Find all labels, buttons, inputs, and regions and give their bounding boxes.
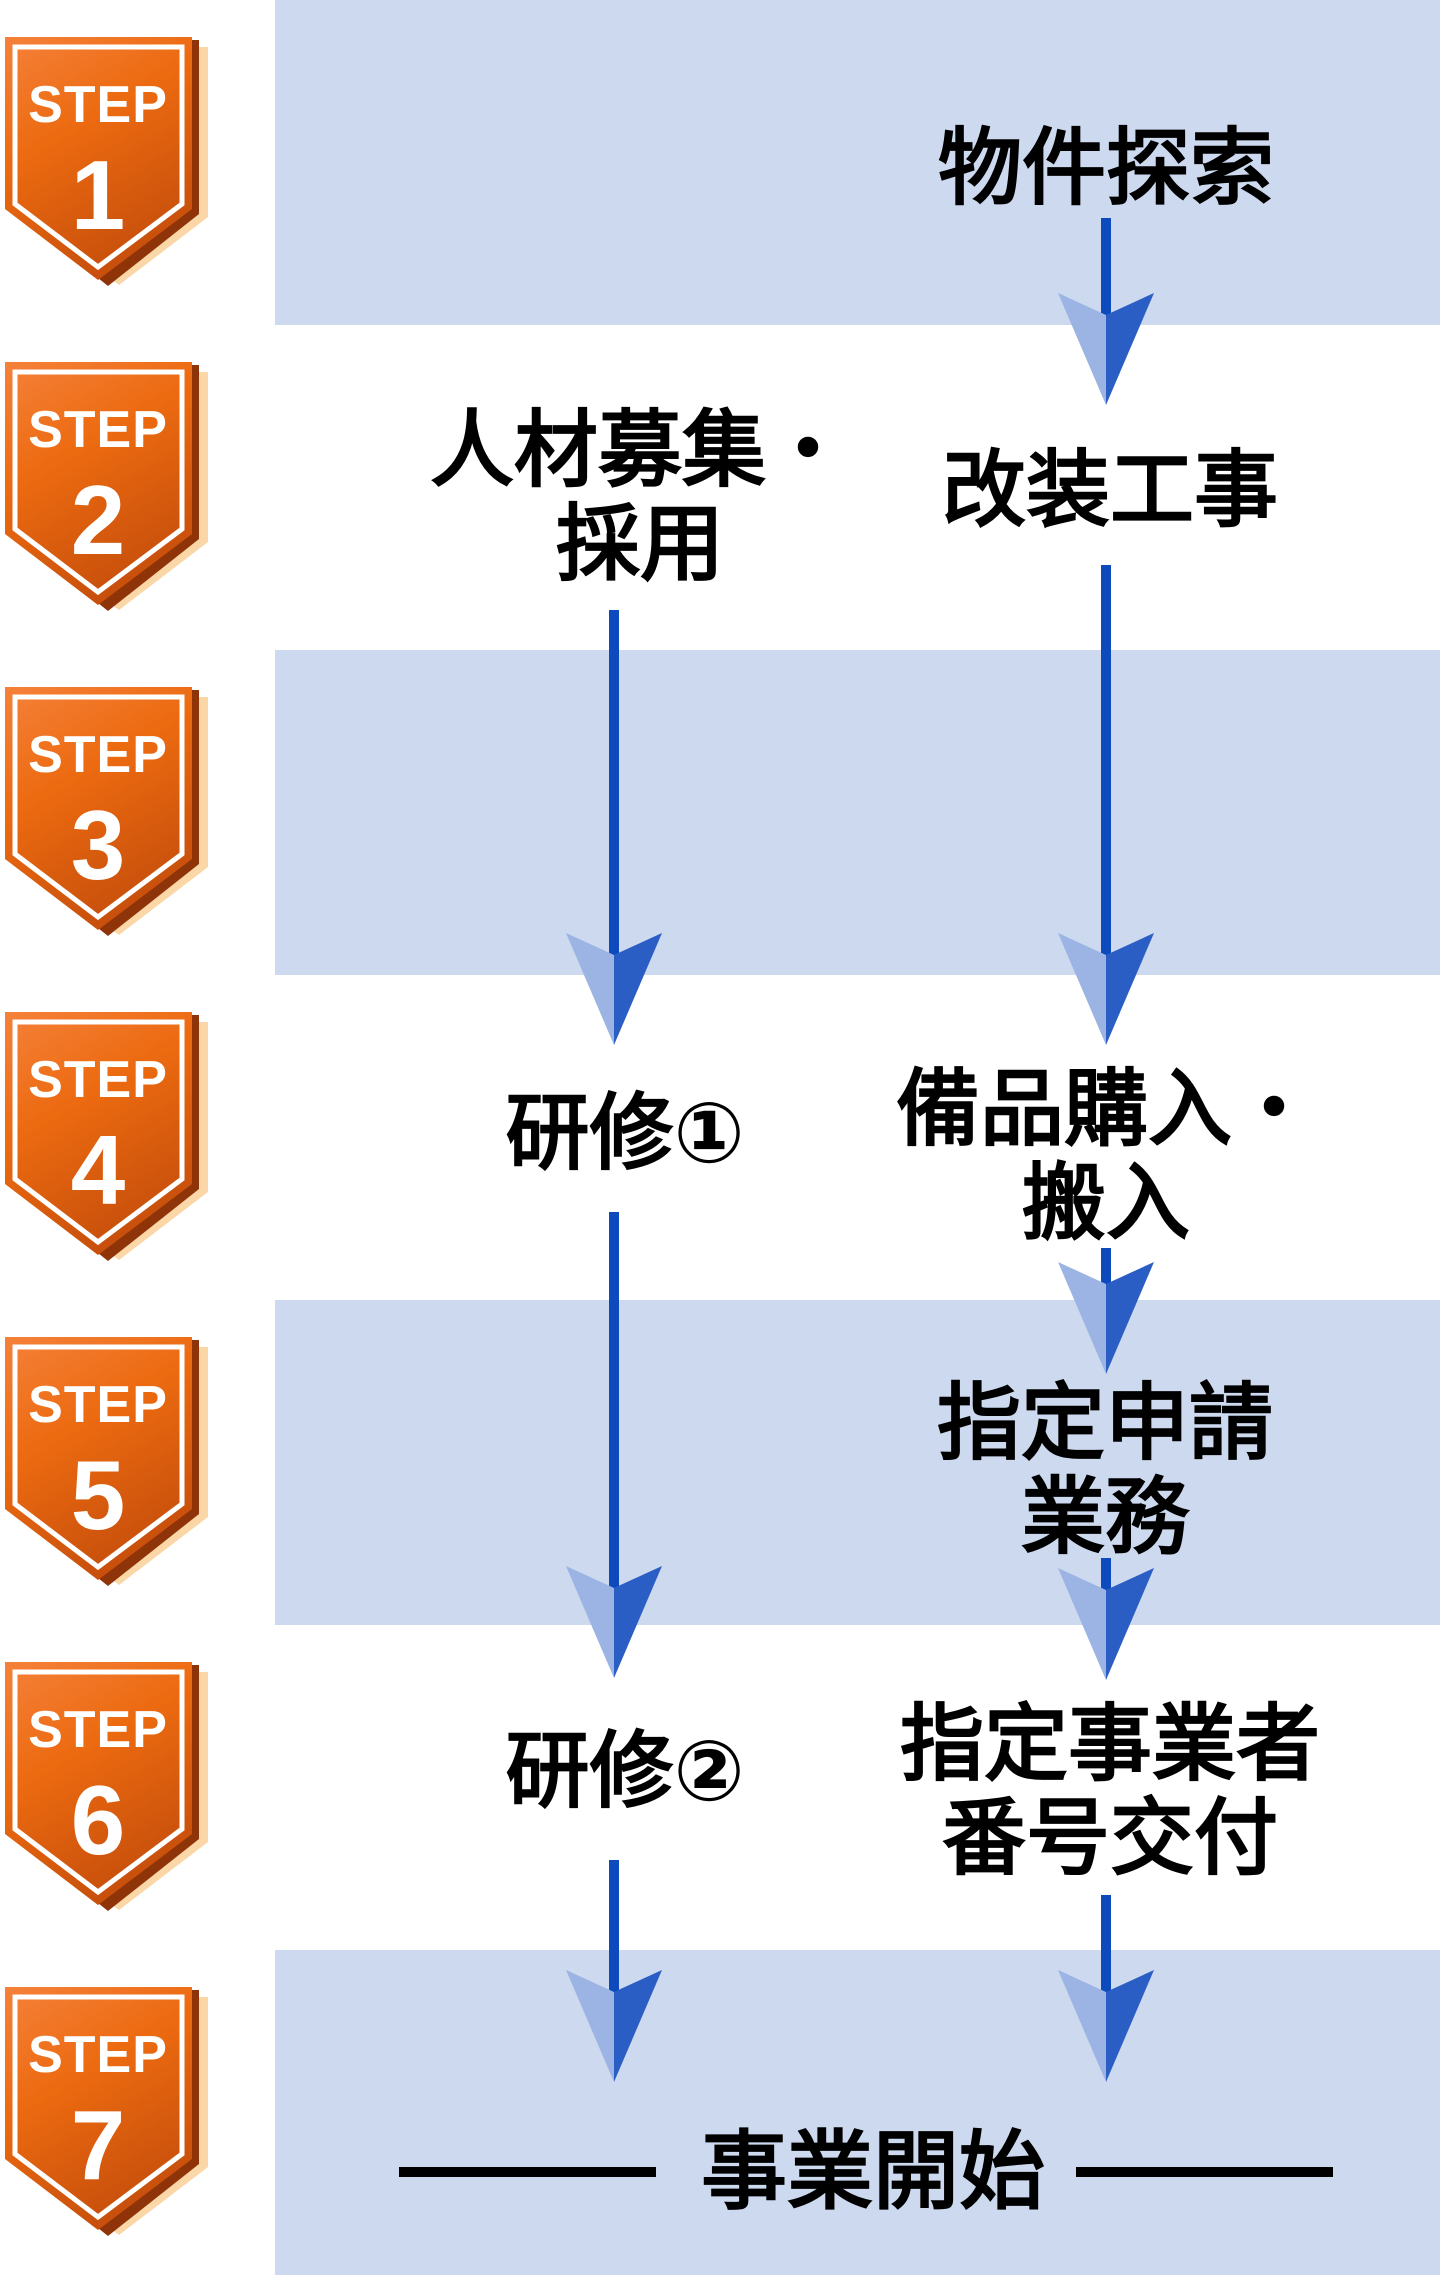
recruitment-line2: 採用: [555, 495, 725, 593]
step-number: 2: [71, 465, 126, 575]
business-start-dash-right: [1076, 2167, 1333, 2177]
step-label: STEP: [28, 1701, 168, 1759]
arrow-shaft-r3: [1101, 1248, 1111, 1284]
band-row-5: [275, 1300, 1440, 1625]
arrow-head-l1: [566, 933, 662, 1045]
arrow-head-l3: [566, 1970, 662, 2082]
training2-label: 研修②: [505, 1722, 745, 1820]
step-number: 7: [71, 2090, 126, 2200]
band-row-3: [275, 650, 1440, 975]
arrow-shaft-l1: [609, 610, 619, 955]
arrow-head-r1: [1058, 293, 1154, 405]
step-badge-3: STEP 3: [5, 687, 208, 936]
step-badge-1: STEP 1: [5, 37, 208, 286]
step-badge-7: STEP 7: [5, 1987, 208, 2236]
badge-face-shape: [5, 37, 192, 280]
step-number: 4: [71, 1115, 126, 1225]
designation-label: 指定事業者 番号交付: [900, 1697, 1320, 1885]
arrow-head-r5: [1058, 1970, 1154, 2082]
step-number: 3: [71, 790, 126, 900]
designation-line2: 番号交付: [941, 1789, 1279, 1887]
property-search-label: 物件探索: [937, 119, 1275, 217]
arrow-head-r2: [1058, 933, 1154, 1045]
arrow-shaft-l2: [609, 1212, 619, 1588]
step-number: 6: [71, 1765, 126, 1875]
business-start-label: 事業開始: [701, 2122, 1045, 2222]
step-badge-6: STEP 6: [5, 1662, 208, 1911]
arrow-shaft-r4: [1101, 1558, 1111, 1590]
application-label: 指定申請 業務: [937, 1376, 1273, 1564]
arrow-head-r4: [1058, 1568, 1154, 1680]
arrow-shaft-r2: [1101, 565, 1111, 955]
equipment-line2: 搬入: [1021, 1154, 1191, 1252]
equipment-label: 備品購入・ 搬入: [896, 1062, 1316, 1250]
band-row-7: [275, 1950, 1440, 2275]
step-label: STEP: [28, 726, 168, 784]
step-label: STEP: [28, 2026, 168, 2084]
badge-inner-outline: [12, 44, 185, 271]
arrow-shaft-l3: [609, 1860, 619, 1992]
training1-label: 研修①: [505, 1084, 745, 1182]
recruitment-line1: 人材募集・: [429, 401, 851, 499]
step-badge-4: STEP 4: [5, 1012, 208, 1261]
arrow-head-r3: [1058, 1262, 1154, 1374]
step-badge-2: STEP 2: [5, 362, 208, 611]
designation-line1: 指定事業者: [899, 1695, 1321, 1793]
application-line2: 業務: [1020, 1468, 1190, 1566]
step-label: STEP: [28, 1051, 168, 1109]
step-number: 5: [71, 1440, 126, 1550]
step-label: STEP: [28, 76, 168, 134]
arrow-shaft-r5: [1101, 1895, 1111, 1992]
step-label: STEP: [28, 1376, 168, 1434]
application-line1: 指定申請: [936, 1374, 1274, 1472]
recruitment-label: 人材募集・ 採用: [430, 403, 850, 591]
step-badge-5: STEP 5: [5, 1337, 208, 1586]
step-label: STEP: [28, 401, 168, 459]
renovation-label: 改装工事: [941, 441, 1279, 539]
equipment-line1: 備品購入・: [895, 1060, 1317, 1158]
arrow-head-l2: [566, 1566, 662, 1678]
business-start-dash-left: [399, 2167, 656, 2177]
step-number: 1: [71, 140, 126, 250]
arrow-shaft-r1: [1101, 218, 1111, 315]
band-row-1: [275, 0, 1440, 325]
